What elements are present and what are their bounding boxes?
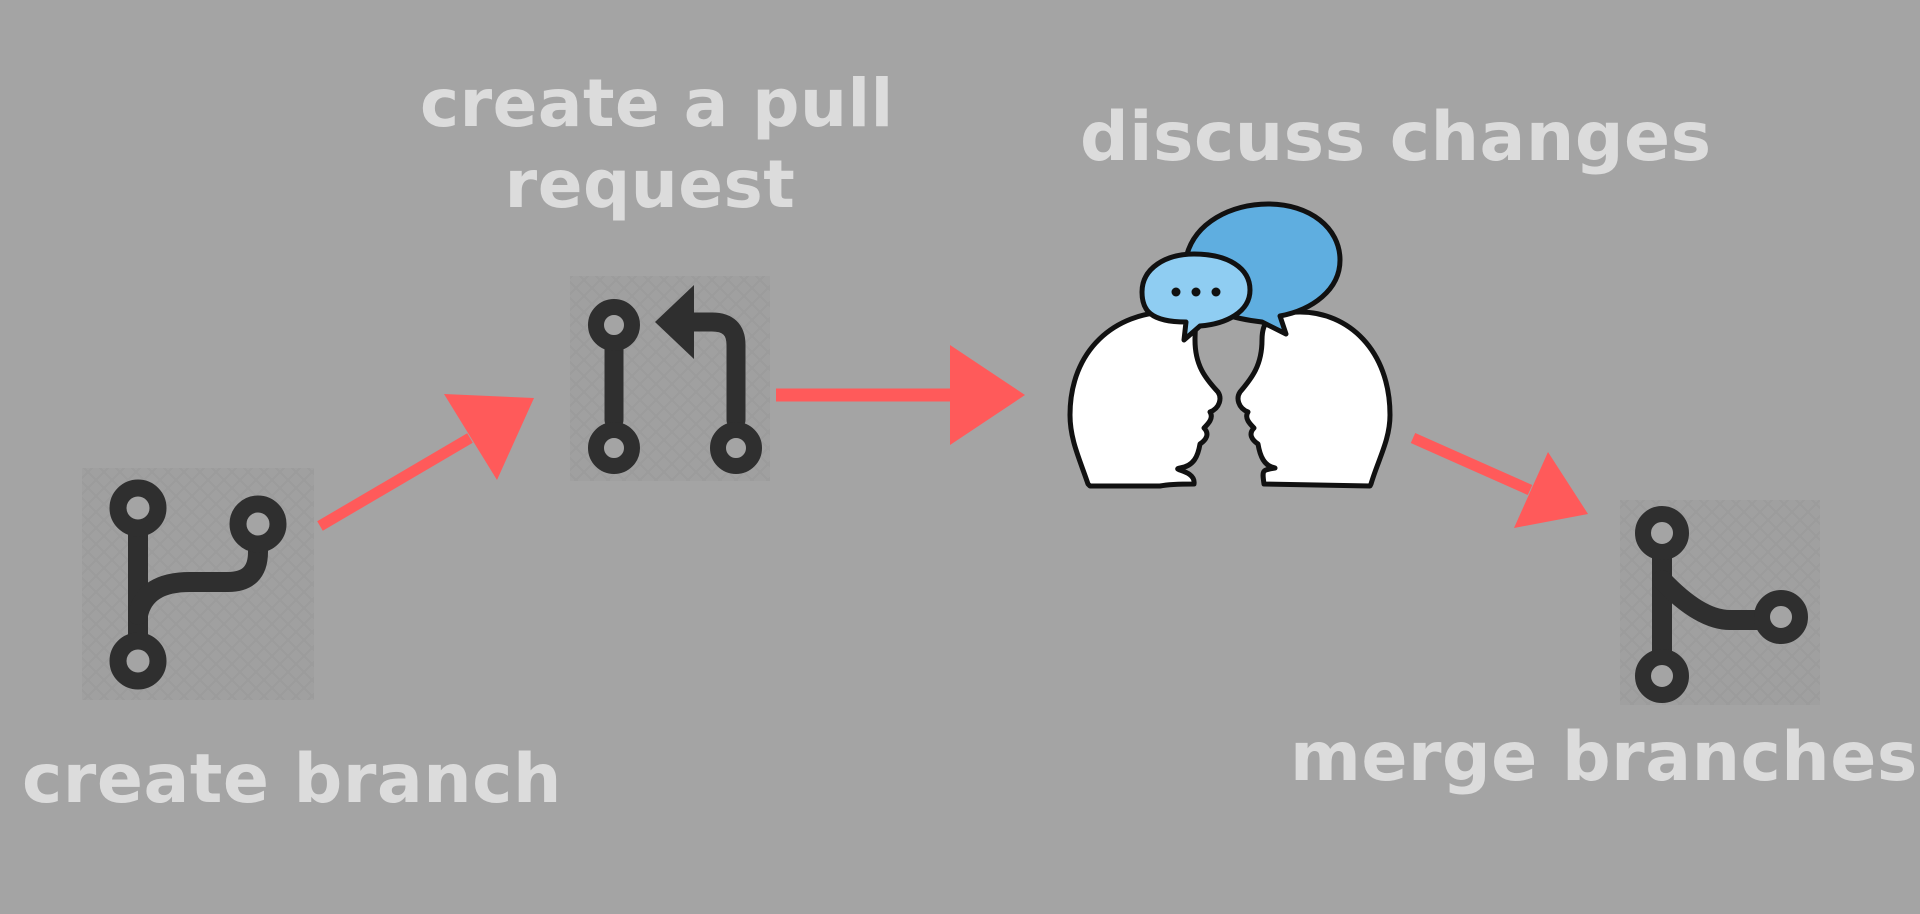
arrow-branch-to-pr [317, 394, 534, 531]
git-pull-request-icon [570, 276, 770, 481]
step-label-line: request [504, 145, 796, 223]
step-label-create-branch: create branch [22, 740, 562, 819]
git-branch-icon [82, 468, 314, 700]
step-label-merge-branches: merge branches [1290, 718, 1918, 797]
git-merge-icon [1620, 500, 1820, 705]
step-label-discuss-changes: discuss changes [1080, 98, 1712, 177]
step-label-line: create a pull [420, 65, 894, 142]
arrow-discuss-to-merge [1410, 432, 1588, 528]
arrow-pr-to-discuss [776, 345, 1025, 445]
step-label-create-pull-request: create a pull request [420, 64, 894, 225]
two-people-talking-icon [1067, 201, 1393, 489]
